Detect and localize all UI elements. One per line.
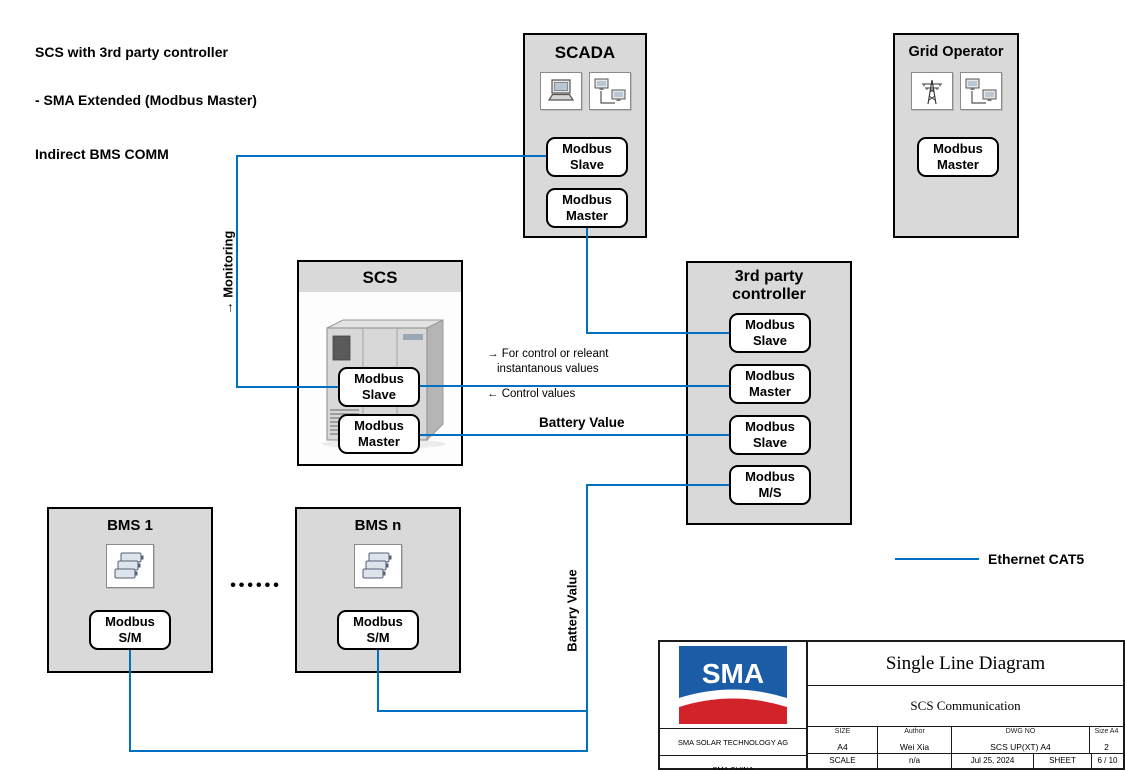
- ethernet-legend-line: [895, 558, 979, 560]
- sheet-label: SHEET: [1034, 754, 1092, 768]
- scada-port-modbus-master: Modbus Master: [546, 188, 628, 228]
- power-tower-icon: [910, 72, 953, 110]
- battery-value-vertical-label: Battery Value: [564, 569, 580, 652]
- dwg-value: SCS UP(XT) A4: [990, 742, 1051, 752]
- title-block: SMA SMA SOLAR TECHNOLOGY AG SMA CHINA Si…: [658, 640, 1125, 770]
- control-values-label: ← Control values: [487, 388, 576, 400]
- size-a4-value: 2: [1104, 742, 1109, 752]
- laptop-icon-svg: [547, 79, 574, 101]
- company-name: SMA SOLAR TECHNOLOGY AG: [660, 728, 806, 756]
- connector-scada-master-to-3rdparty-h: [586, 332, 729, 334]
- scale-label: SCALE: [808, 754, 878, 768]
- connector-ms-join-v: [586, 710, 588, 751]
- connector-bms1-v: [129, 650, 131, 752]
- network-computers-icon-svg: [965, 78, 996, 104]
- third-party-port-modbus-master: Modbus Master: [729, 364, 811, 404]
- scs-block: SCS Modbus Slave Modbus Master: [297, 260, 463, 466]
- author-value: Wei Xia: [899, 742, 930, 752]
- connector-bms1-h: [129, 750, 588, 752]
- control-label-line2: instantanous values: [497, 363, 599, 375]
- title-block-bottom-row: SCALE n/a Jul 25, 2024 SHEET 6 / 10: [808, 754, 1123, 768]
- power-tower-icon-svg: [921, 79, 942, 105]
- sma-logo: SMA: [679, 646, 787, 724]
- third-party-port-modbus-slave-1: Modbus Slave: [729, 313, 811, 353]
- laptop-icon: [539, 72, 582, 110]
- battery-stack-icon-svg: [362, 552, 392, 579]
- scada-port-modbus-slave: Modbus Slave: [546, 137, 628, 177]
- size-label: SIZE: [834, 728, 851, 735]
- monitoring-label: → Monitoring: [220, 230, 236, 315]
- scada-block: SCADA Modbus: [523, 33, 647, 238]
- ethernet-legend-label: Ethernet CAT5: [988, 551, 1085, 567]
- sma-logo-text: SMA: [702, 658, 764, 689]
- grid-operator-icons: [895, 72, 1017, 110]
- connector-bmsn-v: [377, 650, 379, 710]
- size-value: A4: [837, 742, 848, 752]
- scada-icons: [525, 72, 645, 110]
- third-party-port-modbus-slave-2: Modbus Slave: [729, 415, 811, 455]
- title-block-logo-cell: SMA SMA SOLAR TECHNOLOGY AG SMA CHINA: [660, 642, 808, 770]
- connector-bmsn-h: [377, 710, 588, 712]
- dwg-label: DWG NO: [1005, 728, 1036, 735]
- title-block-info-row: SIZE A4 Author Wei Xia DWG NO SCS UP(XT)…: [808, 726, 1123, 754]
- network-computers-icon-svg: [594, 78, 625, 104]
- bmsn-block: BMS n Modbus S/M: [295, 507, 461, 673]
- drawing-title: Single Line Diagram: [808, 642, 1123, 686]
- note-line-2: - SMA Extended (Modbus Master): [35, 92, 257, 108]
- author-label: Author: [904, 728, 925, 735]
- scs-port-modbus-slave: Modbus Slave: [338, 367, 420, 407]
- connector-scada-monitoring-h: [236, 155, 546, 157]
- grid-operator-title: Grid Operator: [908, 44, 1004, 60]
- third-party-port-modbus-ms: Modbus M/S: [729, 465, 811, 505]
- dwg-cell: DWG NO SCS UP(XT) A4: [952, 726, 1090, 753]
- note-line-3: Indirect BMS COMM: [35, 146, 169, 162]
- battery-stack-icon: [106, 544, 154, 588]
- sheet-value: 6 / 10: [1097, 756, 1118, 765]
- control-label-line1: → For control or releant: [487, 348, 609, 360]
- battery-value-label: Battery Value: [539, 415, 625, 430]
- bmsn-icons: [297, 544, 459, 588]
- author-cell: Author Wei Xia: [878, 726, 952, 753]
- bms1-icons: [49, 544, 211, 588]
- connector-battery-value-h: [420, 434, 729, 436]
- date-value: Jul 25, 2024: [952, 754, 1034, 768]
- bms1-block: BMS 1 Modbus S/M: [47, 507, 213, 673]
- size-a4-cell: Size A4 2: [1090, 726, 1123, 753]
- bms-ellipsis: ••••••: [230, 577, 282, 594]
- third-party-controller-block: 3rd party controller Modbus Slave Modbus…: [686, 261, 852, 525]
- bms1-title: BMS 1: [107, 517, 153, 534]
- connector-scs-slave-left-h: [236, 386, 340, 388]
- drawing-subtitle: SCS Communication: [808, 685, 1123, 727]
- bms1-port-modbus-sm: Modbus S/M: [89, 610, 171, 650]
- scs-title: SCS: [362, 268, 398, 287]
- scs-port-modbus-master: Modbus Master: [338, 414, 420, 454]
- connector-scs-to-3rdparty-master-h: [420, 385, 729, 387]
- note-line-1: SCS with 3rd party controller: [35, 44, 228, 60]
- battery-stack-icon-svg: [114, 552, 144, 579]
- company-name-2: SMA CHINA: [660, 755, 806, 770]
- size-cell: SIZE A4: [808, 726, 878, 753]
- battery-stack-icon: [354, 544, 402, 588]
- scada-title: SCADA: [554, 43, 616, 62]
- connector-scada-master-v: [586, 228, 588, 333]
- connector-3rdparty-ms-h: [586, 484, 729, 486]
- scale-value: n/a: [878, 754, 952, 768]
- third-party-controller-title: 3rd party controller: [732, 268, 806, 304]
- connector-monitoring-v: [236, 155, 238, 386]
- grid-operator-port-modbus-master: Modbus Master: [917, 137, 999, 177]
- connector-battery-value-v: [586, 484, 588, 711]
- bmsn-port-modbus-sm: Modbus S/M: [337, 610, 419, 650]
- grid-operator-block: Grid Operator: [893, 33, 1019, 238]
- network-computers-icon: [588, 72, 631, 110]
- size-a4-label: Size A4: [1094, 728, 1119, 735]
- bmsn-title: BMS n: [354, 517, 402, 534]
- network-computers-icon: [959, 72, 1002, 110]
